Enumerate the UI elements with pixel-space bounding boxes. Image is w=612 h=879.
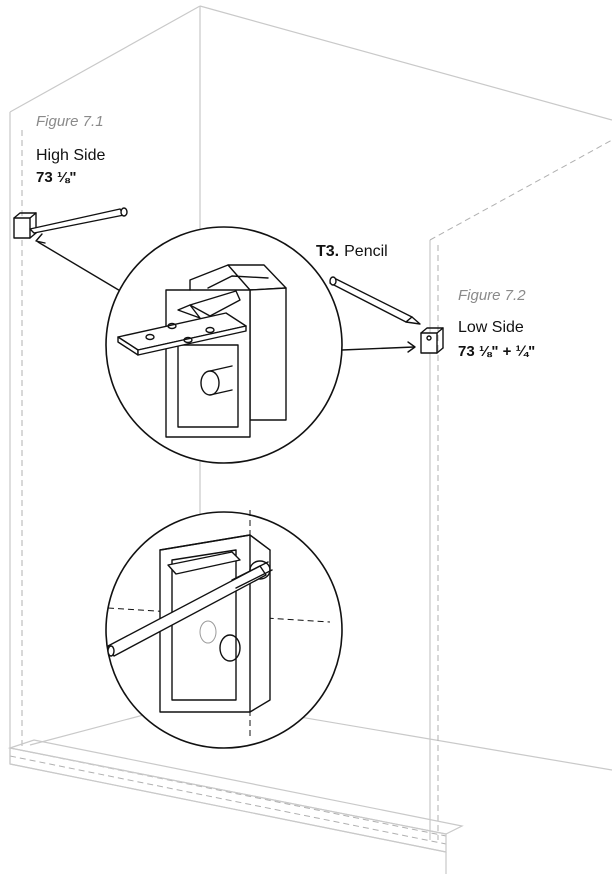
low-side-label: Low Side [458, 319, 524, 336]
figure-7-2-label: Figure 7.2 [458, 287, 526, 304]
tool-callout-code: T3. [316, 243, 339, 260]
bottom-rail [7, 739, 464, 853]
tool-callout-name: Pencil [344, 243, 388, 260]
arrow-icon [341, 341, 416, 353]
bracket-icon [420, 327, 444, 354]
arrow-icon [35, 233, 123, 293]
low-side-measurement: 73 ⅛" + ¼" [458, 343, 535, 360]
pencil-icon [329, 276, 421, 325]
high-side-label: High Side [36, 147, 105, 164]
pencil-icon [29, 207, 128, 234]
figure-7-1-label: Figure 7.1 [36, 113, 104, 130]
magnifier-circle-icon [105, 226, 343, 464]
high-side-measurement: 73 ⅛" [36, 169, 76, 186]
magnifier-circle-icon [105, 510, 343, 749]
tool-callout: T3. Pencil [316, 243, 388, 260]
cabinet-outline [9, 5, 612, 874]
dashed-guides [9, 130, 612, 845]
bracket-icon [13, 212, 37, 239]
